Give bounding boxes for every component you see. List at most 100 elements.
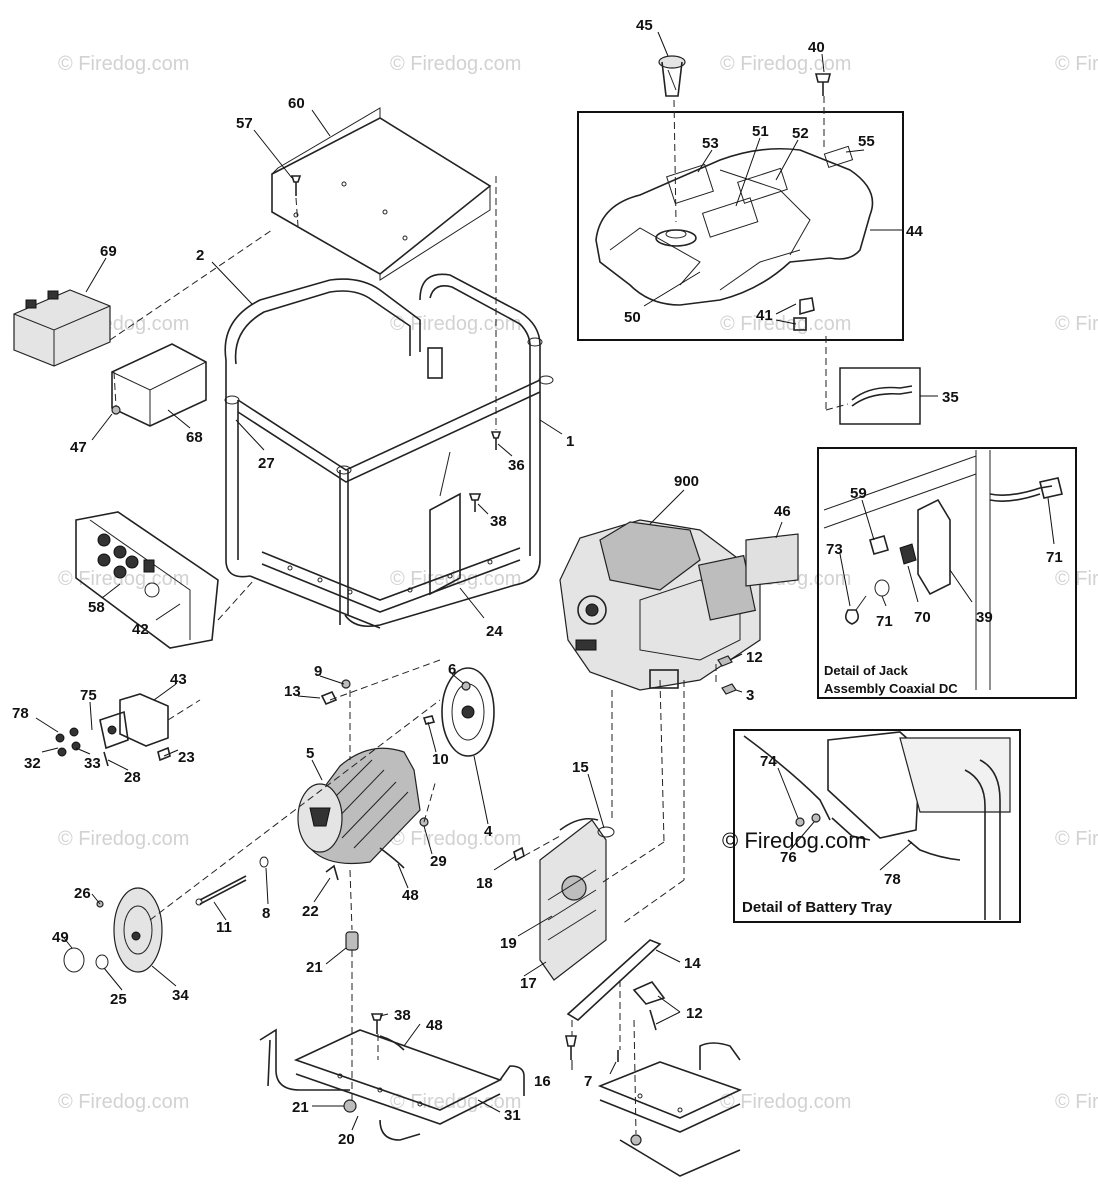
control-panel-42: [75, 511, 219, 649]
watermark: © Firedog.com: [720, 313, 851, 335]
screw-38-bottom: [370, 1013, 405, 1051]
screw-38-top: [468, 493, 482, 512]
watermark: © Firedog.com: [58, 828, 189, 850]
callout: 29: [430, 853, 447, 870]
watermark: © Firedog.com: [720, 1091, 851, 1113]
callout: 49: [52, 929, 69, 946]
callout: 40: [808, 39, 825, 56]
callout: 11: [216, 919, 232, 936]
fuel-tank: [595, 147, 874, 306]
callout: 8: [262, 905, 270, 922]
tank-ridge: [719, 249, 801, 291]
assembly-lines: [109, 96, 849, 1135]
screw-16-7: [565, 1035, 642, 1146]
screw-47: [111, 405, 121, 415]
callout: 5: [306, 745, 314, 762]
callout: 2: [196, 247, 204, 264]
leader-lines: [35, 31, 1055, 1131]
callout: 12: [746, 649, 763, 666]
callout: 39: [976, 609, 993, 626]
callout: 74: [760, 753, 777, 770]
fuel-tank-box: [577, 111, 904, 341]
callout: 35: [942, 389, 959, 406]
isolator-21-top: [345, 931, 359, 951]
callout: 48: [426, 1017, 443, 1034]
label-46: [745, 533, 799, 587]
fan-cover-34: [63, 887, 163, 973]
hardware-32-33-28: [55, 727, 171, 767]
nut-3: [721, 683, 737, 695]
battery-tray-detail-box: [733, 729, 1021, 923]
callout: 33: [84, 755, 101, 772]
callout: 78: [12, 705, 29, 722]
muffler-17: [513, 817, 615, 981]
jack-caption-line2: Assembly Coaxial DC: [824, 681, 958, 696]
callout: 68: [186, 429, 203, 446]
callout: 59: [850, 485, 867, 502]
callout: 28: [124, 769, 141, 786]
callout: 42: [132, 621, 149, 638]
nut-12-top: [717, 655, 733, 667]
watermark-large: © Firedog.com: [722, 828, 867, 853]
callout: 18: [476, 875, 493, 892]
callout: 31: [504, 1107, 521, 1124]
watermark: © Firedog.com: [1055, 1091, 1098, 1113]
fuel-neck-inner: [665, 229, 687, 239]
callout: 3: [746, 687, 754, 704]
callout: 76: [780, 849, 797, 866]
callout: 20: [338, 1131, 355, 1148]
callout: 24: [486, 623, 503, 640]
watermark: © Firedog.com: [58, 1091, 189, 1113]
stator-5: [297, 747, 421, 865]
callout: 4: [484, 823, 493, 840]
callout: 71: [876, 613, 893, 630]
screw-57: [290, 175, 302, 196]
fuel-tank-assembly: [577, 111, 904, 341]
callout: 50: [624, 309, 641, 326]
callout: 57: [236, 115, 253, 132]
callout: 43: [170, 671, 187, 688]
jack-detail-box: [817, 447, 1077, 699]
callout: 25: [110, 991, 127, 1008]
frame-1: [224, 273, 554, 629]
tank-ridge-2: [719, 169, 811, 256]
callout: 53: [702, 135, 719, 152]
callout: 78: [884, 871, 901, 888]
watermark: © Firedog.com: [390, 313, 521, 335]
callout: 69: [100, 243, 117, 260]
engine-900: [559, 519, 761, 691]
watermark: © Firedog.com: [58, 53, 189, 75]
muffler-bracket-14: [566, 939, 662, 1021]
callout: 75: [80, 687, 97, 704]
small-hardware-9-13-6-10: [320, 679, 471, 725]
control-panel-support-60: [271, 107, 492, 281]
callout: 47: [70, 439, 87, 456]
shield-12: [632, 981, 666, 1031]
jack-detail: [817, 447, 1077, 699]
callout: 16: [534, 1073, 551, 1090]
base-frame-31: [259, 1028, 743, 1177]
callout: 55: [858, 133, 875, 150]
callout: 22: [302, 903, 319, 920]
callout: 27: [258, 455, 275, 472]
callout: 58: [88, 599, 105, 616]
callout: 17: [520, 975, 537, 992]
callout: 13: [284, 683, 301, 700]
washer-8: [259, 856, 269, 868]
watermark: © Firedog.com: [1055, 828, 1098, 850]
callout: 6: [448, 661, 456, 678]
callout: 45: [636, 17, 653, 34]
callout: 26: [74, 885, 91, 902]
callout: 46: [774, 503, 791, 520]
screw-40: [814, 73, 832, 96]
callout: 900: [674, 473, 699, 490]
label-53: [666, 163, 714, 205]
isolator-21-bottom: [343, 1099, 357, 1113]
screw-36: [490, 431, 502, 450]
callout: 14: [684, 955, 701, 972]
battery-69: [13, 289, 111, 367]
label-51: [701, 197, 759, 238]
rear-bearing-carrier-4: [441, 667, 495, 757]
tank-handle-left: [609, 227, 701, 286]
